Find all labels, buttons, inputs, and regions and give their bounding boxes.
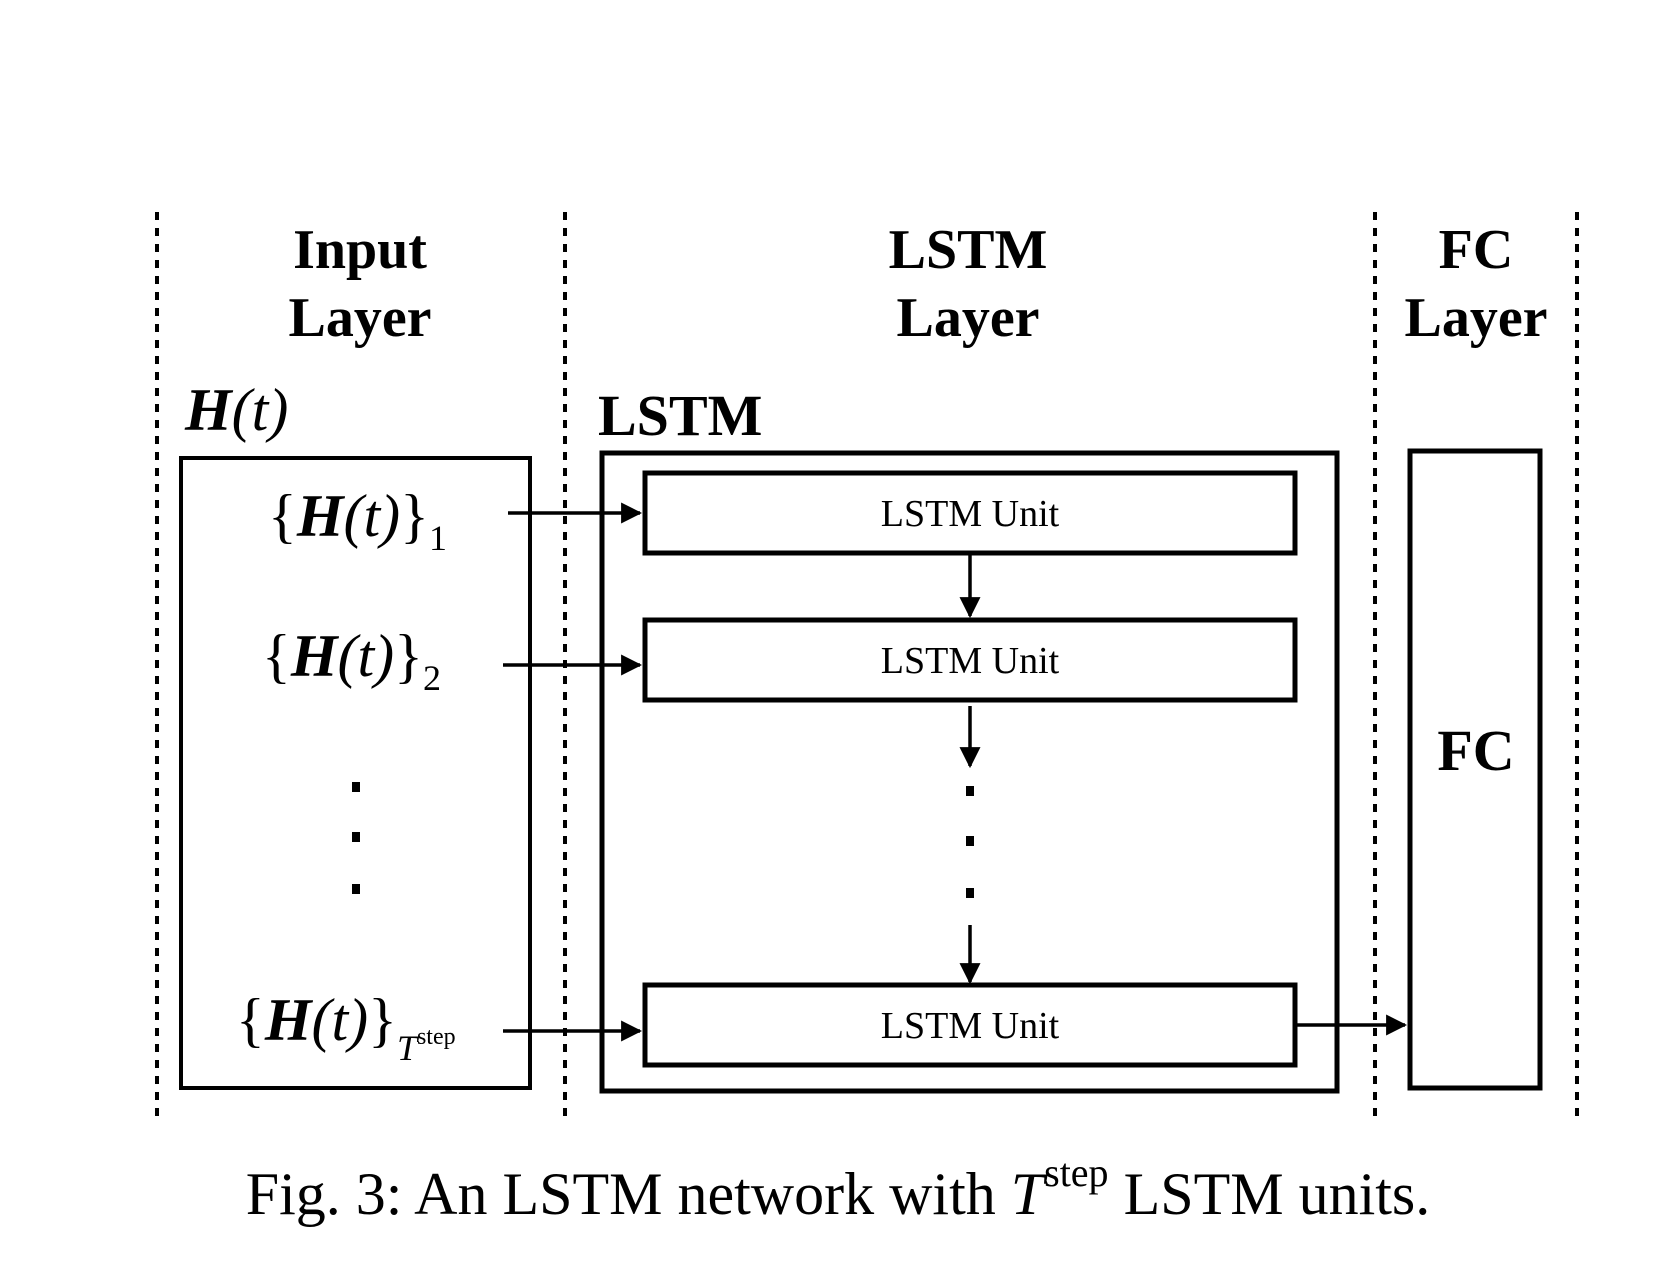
lstm-unit-label-2: LSTM Unit <box>881 640 1060 682</box>
input-block <box>179 456 532 1090</box>
input-item-t-step: {H(t)}Tstep <box>236 987 456 1068</box>
lstm-layer-header-line2: Layer <box>896 287 1039 349</box>
input-layer-header-line2: Layer <box>288 287 431 349</box>
input-ellipsis-dot-3 <box>352 884 360 894</box>
lstm-unit-label-3: LSTM Unit <box>881 1005 1060 1047</box>
lstm-layer-header-line1: LSTM <box>889 219 1048 281</box>
fc-layer-header-line2: Layer <box>1404 287 1547 349</box>
input-layer-header-line1: Input <box>293 219 427 281</box>
fc-block-label: FC <box>1437 718 1514 783</box>
lstm-unit-box-2 <box>642 617 1298 703</box>
lstm-ellipsis-dot-3 <box>966 888 974 898</box>
lstm-unit-label-1: LSTM Unit <box>881 493 1060 535</box>
input-item-1: {H(t)}1 <box>268 483 447 558</box>
input-item-2: {H(t)}2 <box>262 623 441 698</box>
input-ellipsis-dot-1 <box>352 782 360 792</box>
lstm-ellipsis-dot-1 <box>966 786 974 796</box>
figure-caption: Fig. 3: An LSTM network with Tstep LSTM … <box>245 1150 1431 1228</box>
lstm-unit-box-3 <box>642 982 1298 1068</box>
lstm-ellipsis-dot-2 <box>966 836 974 846</box>
input-ellipsis-dot-2 <box>352 832 360 842</box>
lstm-unit-box-1 <box>642 470 1298 556</box>
input-block-label: H(t) <box>184 377 288 443</box>
fc-layer-header-line1: FC <box>1439 219 1514 281</box>
lstm-block <box>599 450 1340 1094</box>
lstm-block-label: LSTM <box>598 383 762 448</box>
fc-block <box>1407 448 1543 1091</box>
